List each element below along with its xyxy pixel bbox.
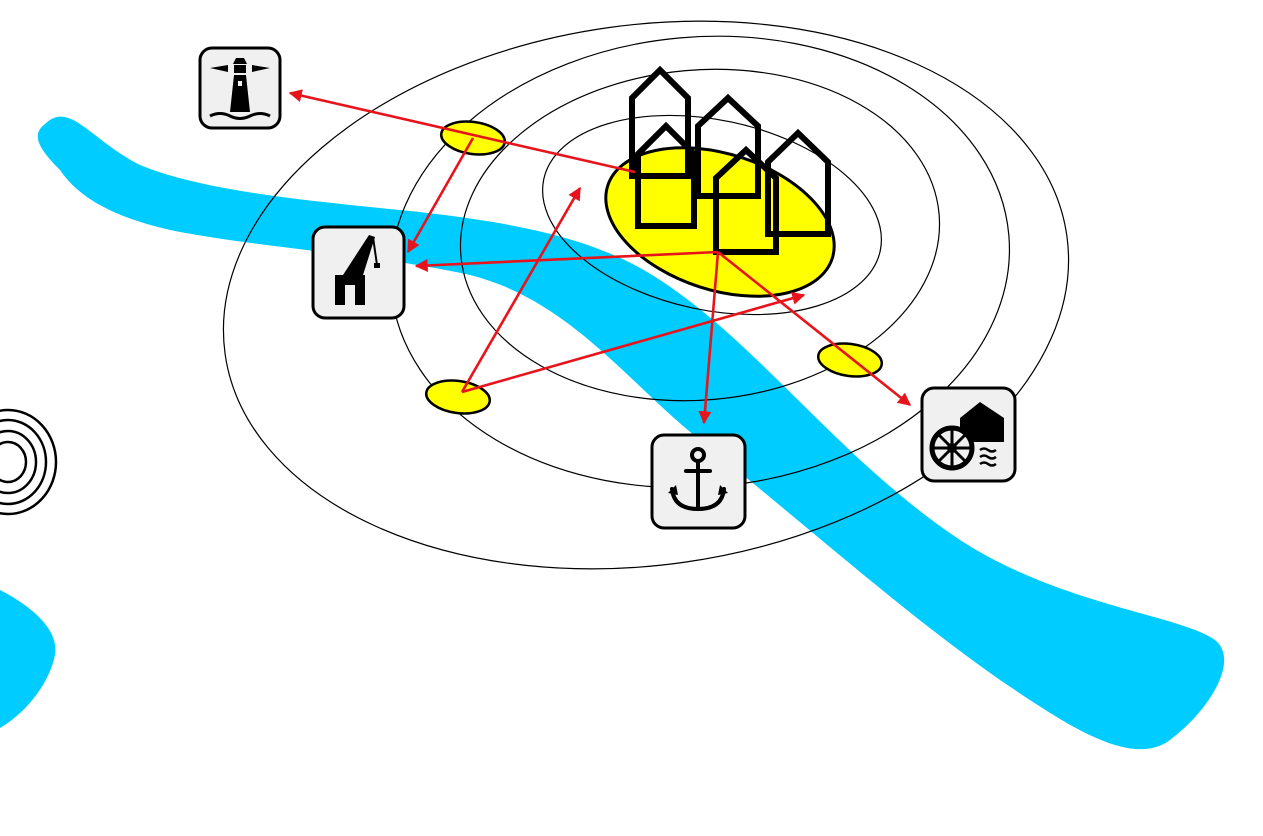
arrow-sw-to-center <box>460 186 582 393</box>
settlement-small-southwest <box>424 379 492 415</box>
arrow-sw-to-east <box>461 291 806 394</box>
influence-rings <box>222 20 1070 570</box>
arrow-nw-to-crane <box>406 137 475 254</box>
ring-outer <box>222 20 1070 570</box>
house-icon <box>629 65 691 179</box>
house-icon <box>713 145 779 255</box>
river-fragment <box>0 590 56 728</box>
crane-badge <box>311 225 406 320</box>
settlement-small-east <box>816 342 884 378</box>
crane-icon <box>335 235 380 305</box>
arrow-to-crane <box>414 250 719 272</box>
anchor-icon <box>668 447 728 512</box>
flow-arrows <box>288 89 912 425</box>
anchor-badge <box>650 433 747 530</box>
river <box>37 116 1225 750</box>
house-icon <box>695 93 761 199</box>
ring-second <box>459 68 941 402</box>
lighthouse-badge <box>198 46 282 130</box>
arrow-to-lighthouse <box>288 89 636 174</box>
lighthouse-icon <box>209 58 271 120</box>
watermill-icon <box>929 402 1004 471</box>
houses <box>629 65 831 255</box>
partial-rings <box>0 408 58 516</box>
arrow-to-watermill <box>717 250 912 407</box>
ring-inner <box>542 114 882 316</box>
watermill-badge <box>920 386 1017 483</box>
house-icon <box>635 121 697 229</box>
arrow-to-anchor <box>698 251 720 425</box>
